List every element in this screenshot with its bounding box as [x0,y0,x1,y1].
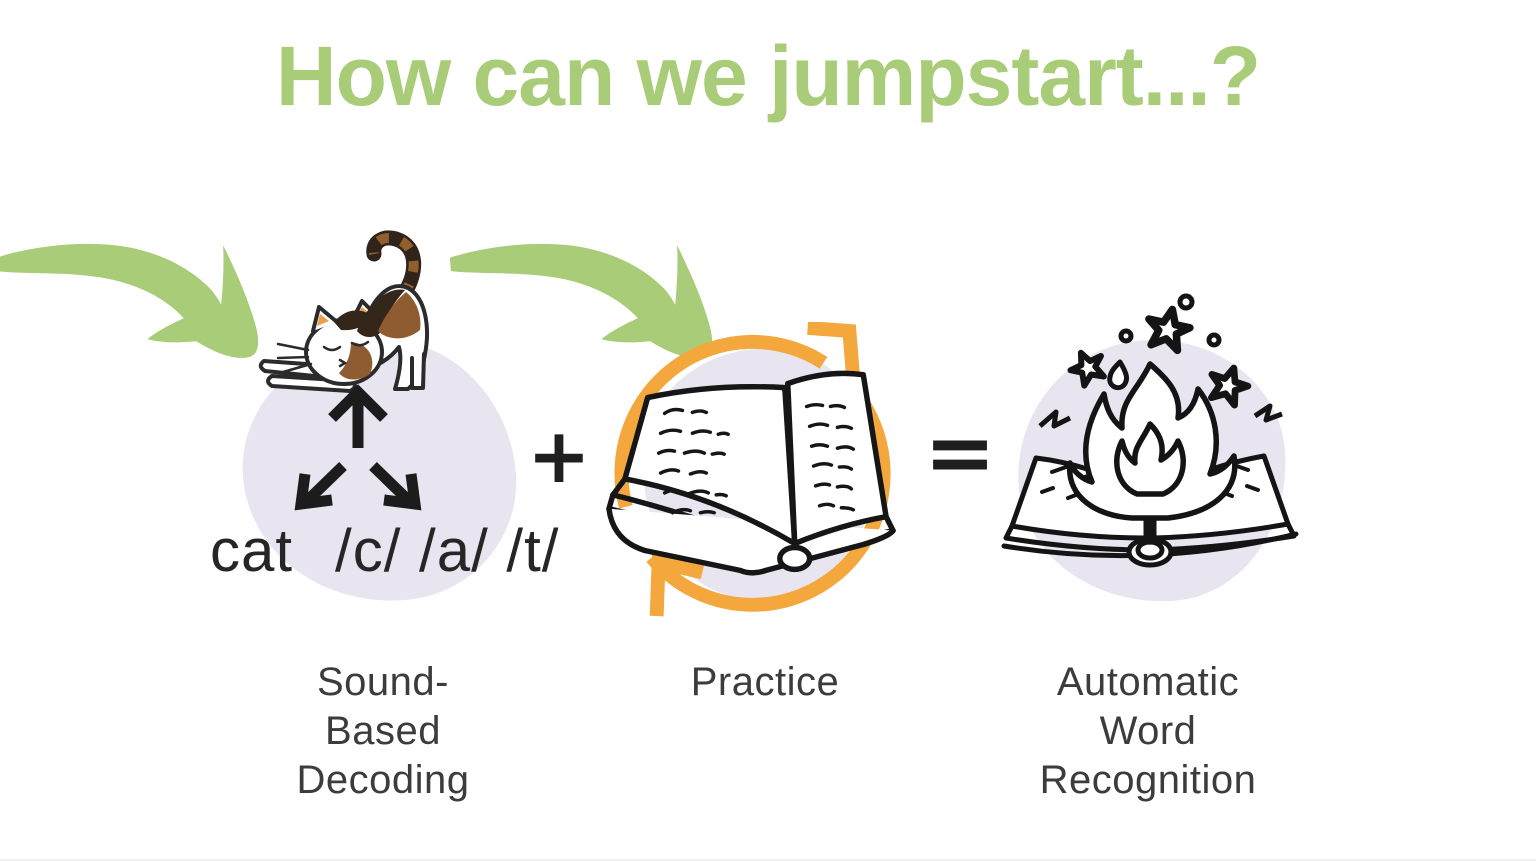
equals-sign: = [923,403,997,503]
caption-line: Automatic [1056,660,1240,704]
caption-practice: Practice [565,658,965,707]
decoding-example: cat /c/ /a/ /t/ [210,516,559,585]
caption-line: Word [1099,709,1197,753]
flame-icon [1067,361,1238,545]
caption-line: Recognition [1039,758,1257,802]
open-book-icon [606,370,896,576]
burning-book-with-sparkles-icon [1001,293,1299,568]
open-book-with-cycle-arrows-icon [606,322,896,617]
plus-sign: + [527,411,591,500]
caption-automatic-word-recognition: Automatic Word Recognition [948,658,1348,805]
phonemes-text: /c/ /a/ /t/ [335,517,560,584]
orange-cycle-arrows [614,322,891,617]
word-text: cat [210,517,294,584]
sparkle-stars [1038,293,1283,429]
stretching-cat-illustration [258,230,429,393]
caption-line: Sound- [317,660,449,704]
word-to-sounds-split-arrows-icon [294,384,422,511]
caption-line: Decoding [296,758,470,802]
green-brush-arrow-icon [0,243,259,358]
caption-sound-based-decoding: Sound- Based Decoding [183,658,583,805]
green-brush-arrow-icon [449,243,713,358]
caption-line: Practice [690,660,840,704]
slide-title: How can we jumpstart...? [275,29,1261,123]
caption-line: Based [325,709,441,753]
